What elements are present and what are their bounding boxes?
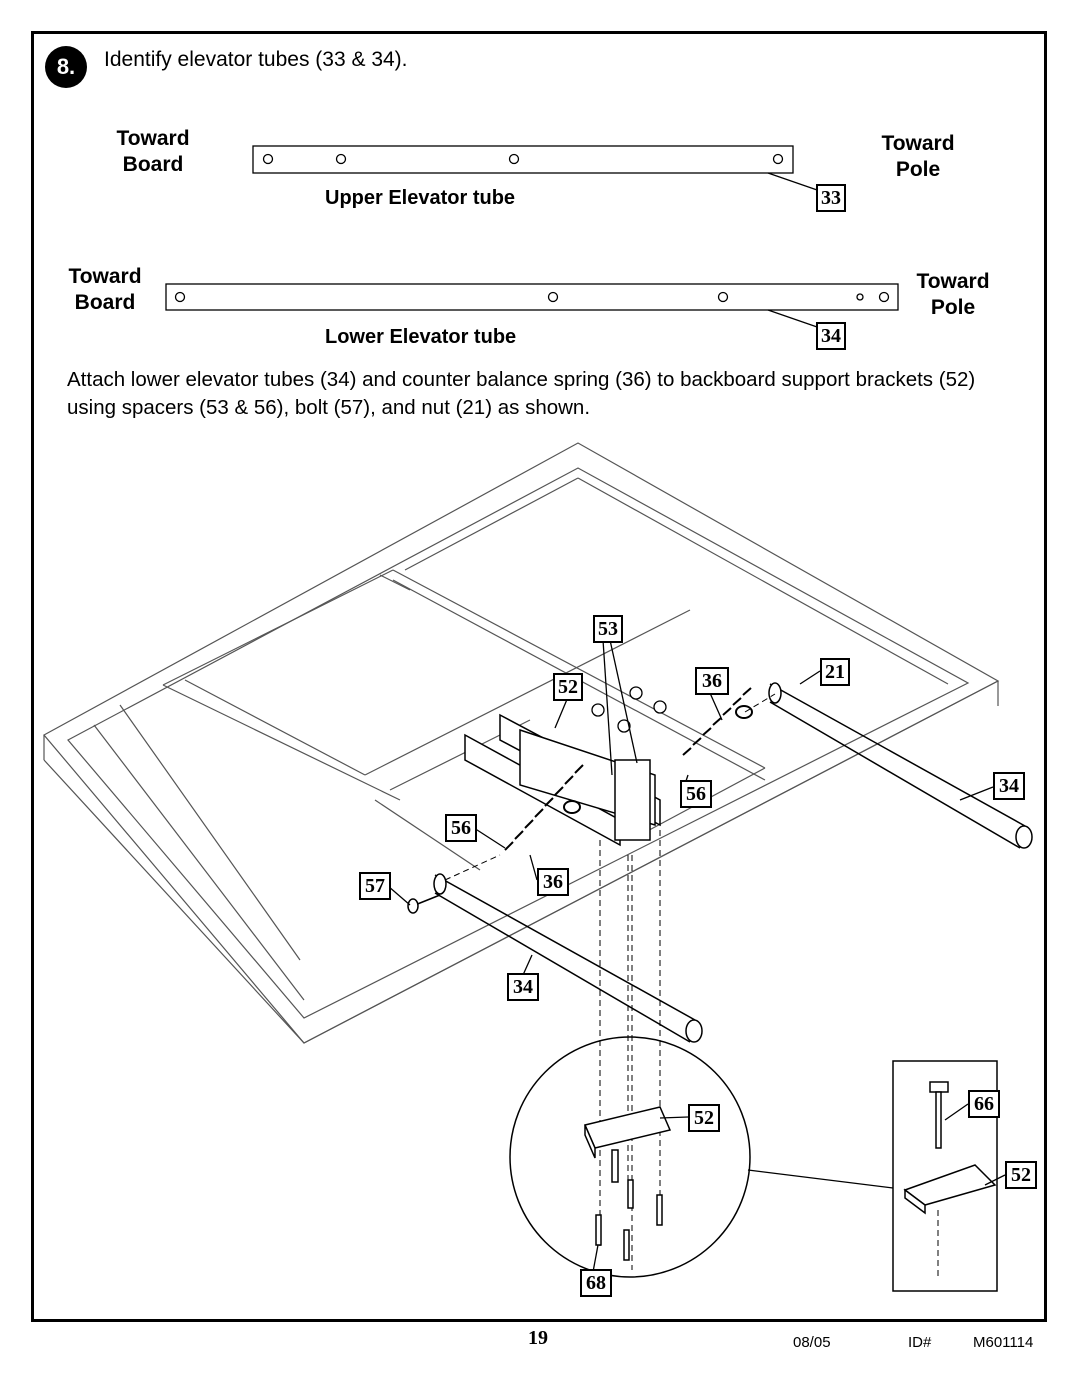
lower-toward-board-label: Toward Board — [64, 264, 146, 316]
footer-id-value: M601114 — [973, 1334, 1034, 1351]
callout-34-tube: 34 — [816, 322, 846, 350]
lower-right-label-line1: Toward — [916, 270, 990, 293]
step-number-badge: 8. — [45, 46, 87, 88]
callout-56-left: 56 — [445, 814, 477, 842]
upper-left-label-line2: Board — [122, 153, 184, 176]
callout-52-detail: 52 — [688, 1104, 720, 1132]
upper-right-label-line1: Toward — [881, 132, 955, 155]
footer-id-label: ID# — [908, 1334, 932, 1351]
callout-53: 53 — [593, 615, 623, 643]
upper-right-label-line2: Pole — [895, 158, 941, 181]
callout-56-right: 56 — [680, 780, 712, 808]
footer-date: 08/05 — [793, 1334, 831, 1351]
callout-52-inset: 52 — [1005, 1161, 1037, 1189]
lower-tube-name: Lower Elevator tube — [325, 326, 517, 348]
step-title: Identify elevator tubes (33 & 34). — [104, 48, 408, 71]
upper-toward-board-label: Toward Board — [112, 126, 194, 178]
upper-toward-pole-label: Toward Pole — [877, 131, 959, 183]
page-number: 19 — [528, 1327, 548, 1349]
lower-right-label-line2: Pole — [930, 296, 976, 319]
callout-57: 57 — [359, 872, 391, 900]
callout-21: 21 — [820, 658, 850, 686]
callout-33: 33 — [816, 184, 846, 212]
page-frame — [31, 31, 1047, 1322]
upper-tube-name: Upper Elevator tube — [325, 187, 516, 209]
callout-66: 66 — [968, 1090, 1000, 1118]
lower-left-label-line1: Toward — [68, 265, 142, 288]
callout-36-right: 36 — [695, 667, 729, 695]
callout-52-bracket: 52 — [553, 673, 583, 701]
lower-toward-pole-label: Toward Pole — [912, 269, 994, 321]
callout-36-left: 36 — [537, 868, 569, 896]
callout-34-right: 34 — [993, 772, 1025, 800]
lower-left-label-line2: Board — [74, 291, 136, 314]
instruction-text: Attach lower elevator tubes (34) and cou… — [67, 368, 976, 419]
callout-34-left: 34 — [507, 973, 539, 1001]
callout-68: 68 — [580, 1269, 612, 1297]
upper-left-label-line1: Toward — [116, 127, 190, 150]
